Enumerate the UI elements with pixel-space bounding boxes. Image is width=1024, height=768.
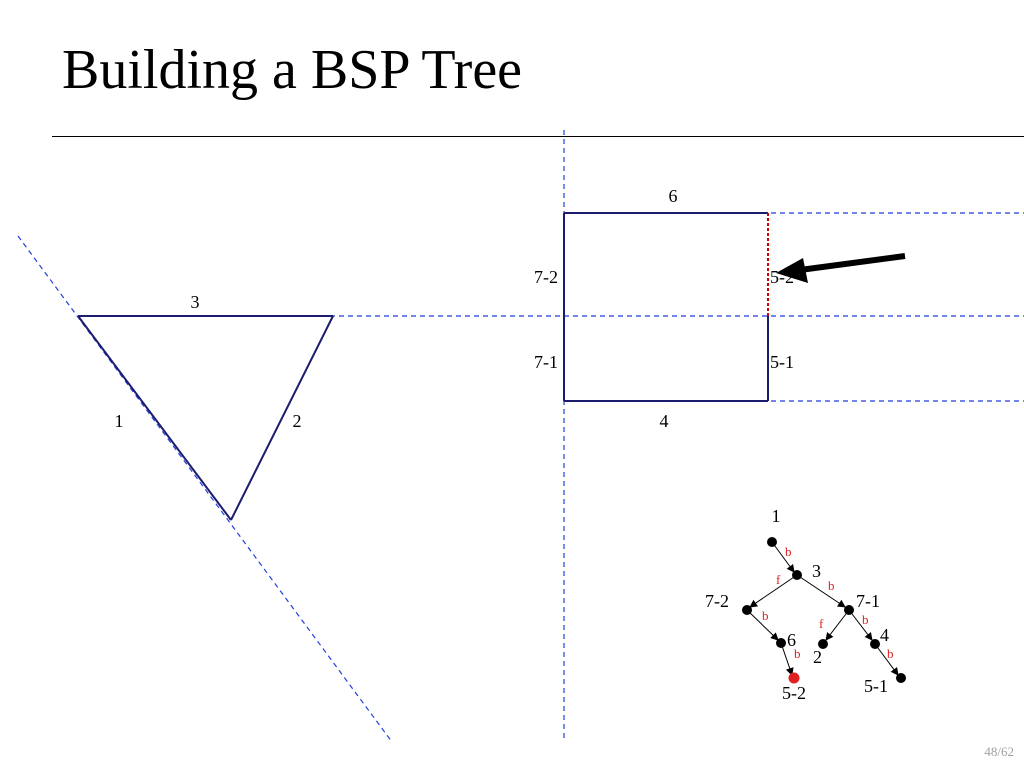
tree-edge-7-1-2 — [825, 609, 850, 641]
edge-label-7-2: 7-2 — [534, 267, 558, 287]
tree-node-label-5-2: 5-2 — [782, 683, 806, 703]
tree-node-label-5-1: 5-1 — [864, 676, 888, 696]
edge-1 — [77, 315, 232, 521]
tree-node-label-4: 4 — [880, 625, 889, 645]
tree-edge-4-5-1 — [874, 643, 899, 676]
tree-node-6 — [776, 638, 786, 648]
tree-node-1 — [767, 537, 777, 547]
tree-node-2 — [818, 639, 828, 649]
tree-edge-3-7-1 — [796, 574, 846, 608]
tree-node-label-7-2: 7-2 — [705, 591, 729, 611]
tree-node-label-6: 6 — [787, 630, 796, 650]
branch-label-7-1-2: f — [819, 616, 824, 631]
edge-label-2: 2 — [293, 411, 302, 431]
tree-node-label-2: 2 — [813, 647, 822, 667]
pointer-arrow — [776, 253, 906, 283]
branch-label-3-7-2: f — [776, 572, 781, 587]
branch-label-1-3: b — [785, 544, 792, 559]
title-divider — [52, 136, 1024, 137]
edge-label-3: 3 — [191, 292, 200, 312]
edge-label-1: 1 — [115, 411, 124, 431]
edge-label-4: 4 — [660, 411, 669, 431]
tree-node-7-1 — [844, 605, 854, 615]
triangle-polygon — [77, 315, 334, 521]
tree-node-label-7-1: 7-1 — [856, 591, 880, 611]
tree-node-label-1: 1 — [772, 506, 781, 526]
split-line-1 — [17, 235, 393, 743]
slide-title: Building a BSP Tree — [62, 39, 523, 101]
tree-node-label-3: 3 — [812, 561, 821, 581]
bsp-tree-edges — [746, 541, 899, 676]
bsp-tree-nodes — [742, 537, 906, 684]
edge-label-5-1: 5-1 — [770, 352, 794, 372]
tree-edge-6-5-2 — [780, 642, 794, 676]
edge-2 — [230, 315, 334, 521]
branch-label-4-5-1: b — [887, 646, 894, 661]
tree-edge-1-3 — [771, 541, 795, 573]
tree-node-7-2 — [742, 605, 752, 615]
tree-edge-7-2-6 — [746, 609, 779, 641]
tree-node-3 — [792, 570, 802, 580]
edge-label-7-1: 7-1 — [534, 352, 558, 372]
branch-label-3-7-1: b — [828, 578, 835, 593]
rectangle-polygon — [563, 212, 769, 402]
branch-label-7-1-4: b — [862, 612, 869, 627]
tree-node-5-1 — [896, 673, 906, 683]
edge-label-6: 6 — [669, 186, 678, 206]
tree-node-5-2-current — [788, 672, 800, 684]
tree-node-4 — [870, 639, 880, 649]
branch-label-6-5-2: b — [794, 646, 801, 661]
tree-edge-3-7-2 — [749, 574, 798, 608]
branch-label-7-2-6: b — [762, 608, 769, 623]
tree-edge-7-1-4 — [848, 609, 873, 641]
page-number: 48/62 — [984, 744, 1014, 759]
